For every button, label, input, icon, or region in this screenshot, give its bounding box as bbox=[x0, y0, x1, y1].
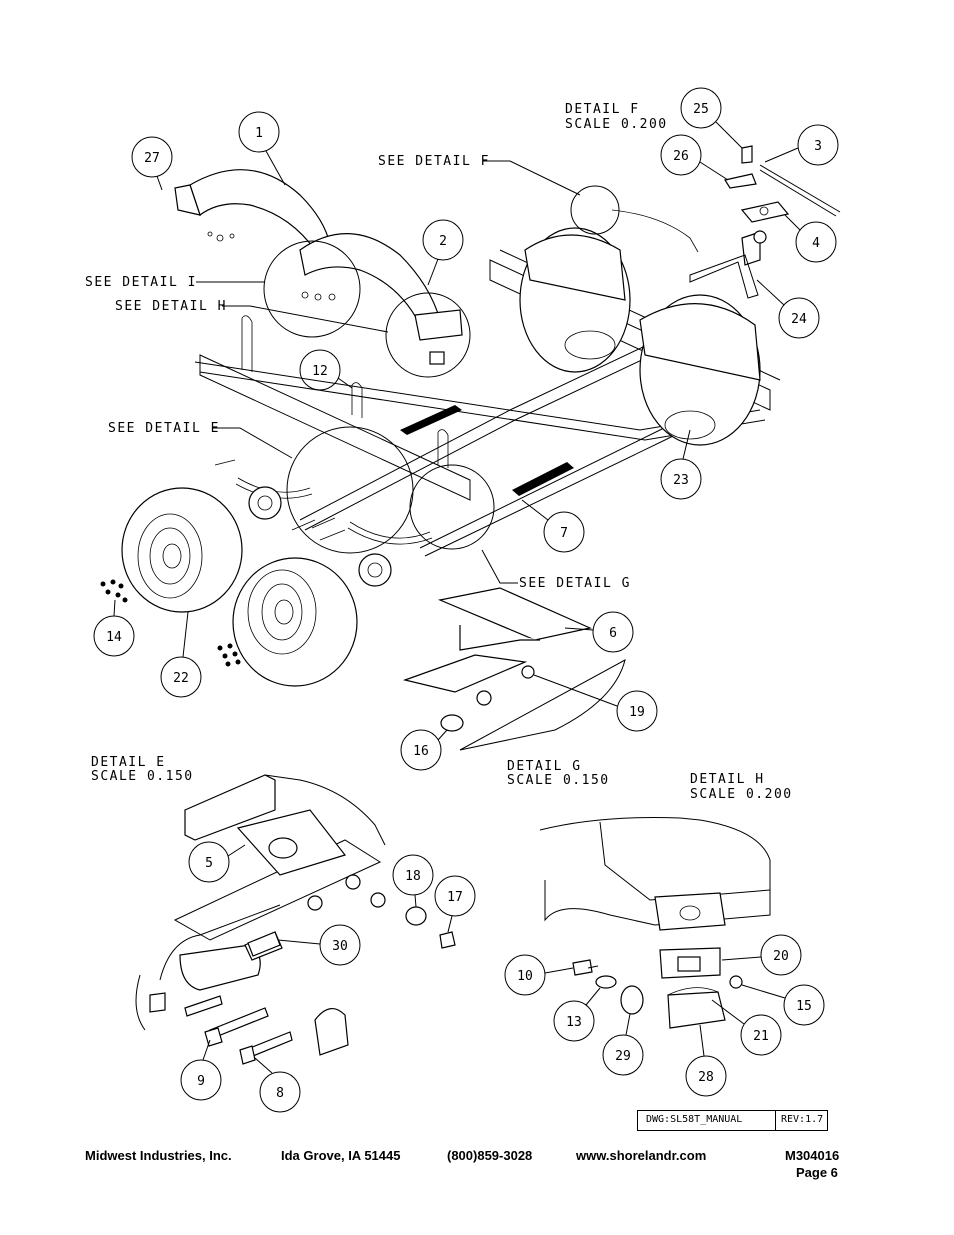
label-scale-h: SCALE 0.200 bbox=[690, 787, 793, 802]
callout-12: 12 bbox=[312, 364, 328, 379]
label-scale-f: SCALE 0.200 bbox=[565, 117, 668, 132]
callout-16: 16 bbox=[413, 744, 429, 759]
fenders bbox=[174, 169, 463, 341]
callout-24: 24 bbox=[791, 312, 807, 327]
label-detail-g: DETAIL G bbox=[507, 759, 582, 774]
front-tires bbox=[100, 486, 392, 687]
label-see-detail-g: SEE DETAIL G bbox=[519, 576, 631, 591]
callout-27: 27 bbox=[144, 151, 160, 166]
callout-10: 10 bbox=[517, 969, 533, 984]
callout-30: 30 bbox=[332, 939, 348, 954]
label-see-detail-h: SEE DETAIL H bbox=[115, 299, 227, 314]
callout-6: 6 bbox=[609, 626, 617, 641]
callout-20: 20 bbox=[773, 949, 789, 964]
footer-doc-number: M304016 bbox=[785, 1148, 840, 1163]
rear-tires bbox=[519, 227, 761, 446]
drawing-title-block: DWG:SL58T_MANUAL REV:1.7 bbox=[637, 1110, 828, 1131]
callout-22: 22 bbox=[173, 671, 189, 686]
callout-3: 3 bbox=[814, 139, 822, 154]
labels: DETAIL F SCALE 0.200 SEE DETAIL F SEE DE… bbox=[85, 102, 793, 802]
title-block-divider bbox=[775, 1111, 776, 1130]
detail-e-drawing bbox=[135, 774, 456, 1065]
callout-25: 25 bbox=[693, 102, 709, 117]
page-footer: Midwest Industries, Inc. Ida Grove, IA 5… bbox=[0, 1148, 954, 1188]
label-see-detail-i: SEE DETAIL I bbox=[85, 275, 197, 290]
callout-26: 26 bbox=[673, 149, 689, 164]
callout-23: 23 bbox=[673, 473, 689, 488]
callout-9: 9 bbox=[197, 1074, 205, 1089]
footer-page: Page 6 bbox=[796, 1165, 838, 1180]
callout-17: 17 bbox=[447, 890, 463, 905]
callout-19: 19 bbox=[629, 705, 645, 720]
detail-bubbles bbox=[207, 185, 620, 554]
callout-4: 4 bbox=[812, 236, 820, 251]
callout-13: 13 bbox=[566, 1015, 582, 1030]
label-detail-h: DETAIL H bbox=[690, 772, 765, 787]
callout-21: 21 bbox=[753, 1029, 769, 1044]
callout-18: 18 bbox=[405, 869, 421, 884]
callout-5: 5 bbox=[205, 856, 213, 871]
label-see-detail-e: SEE DETAIL E bbox=[108, 421, 220, 436]
detail-h-drawing bbox=[539, 817, 771, 1029]
footer-city: Ida Grove, IA 51445 bbox=[281, 1148, 401, 1163]
fender-bracket bbox=[402, 587, 626, 751]
label-scale-e: SCALE 0.150 bbox=[91, 769, 194, 784]
footer-website: www.shorelandr.com bbox=[576, 1148, 707, 1163]
callout-1: 1 bbox=[255, 126, 263, 141]
label-scale-g: SCALE 0.150 bbox=[507, 773, 610, 788]
label-detail-f: DETAIL F bbox=[565, 102, 640, 117]
drawing-number: DWG:SL58T_MANUAL bbox=[646, 1114, 743, 1125]
footer-phone: (800)859-3028 bbox=[447, 1148, 533, 1163]
callout-14: 14 bbox=[106, 630, 122, 645]
callout-15: 15 bbox=[796, 999, 812, 1014]
label-detail-e: DETAIL E bbox=[91, 755, 166, 770]
callout-7: 7 bbox=[560, 526, 568, 541]
detail-f-parts bbox=[611, 145, 841, 299]
footer-company: Midwest Industries, Inc. bbox=[85, 1148, 232, 1163]
revision: REV:1.7 bbox=[781, 1114, 824, 1125]
callout-28: 28 bbox=[698, 1070, 714, 1085]
callout-29: 29 bbox=[615, 1049, 631, 1064]
callout-2: 2 bbox=[439, 234, 447, 249]
callouts: 1 2 3 4 5 6 7 8 9 10 12 13 14 bbox=[93, 87, 839, 1113]
label-see-detail-f: SEE DETAIL F bbox=[378, 154, 490, 169]
callout-8: 8 bbox=[276, 1086, 284, 1101]
